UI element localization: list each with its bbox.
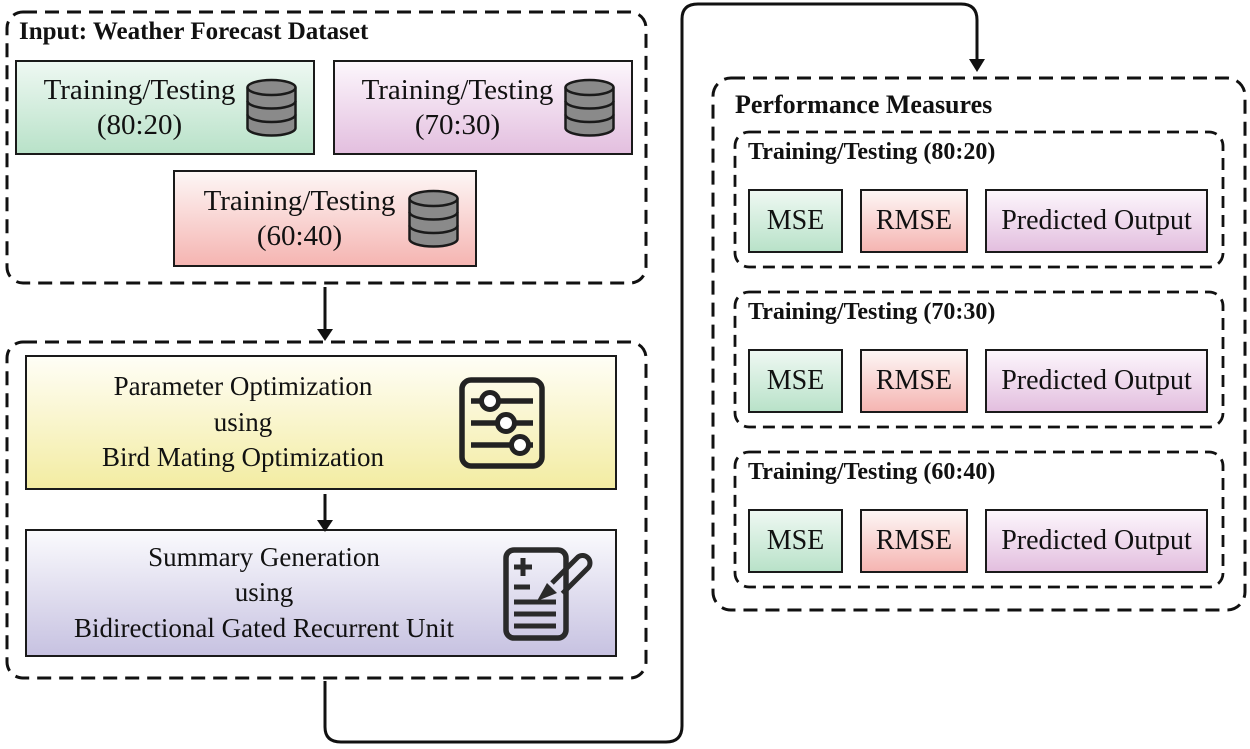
sliders-icon [459, 376, 545, 469]
predicted-output-box: Predicted Output [985, 349, 1208, 413]
document-edit-icon [503, 546, 593, 641]
performance-section-container: Performance Measures Training/Testing (8… [711, 76, 1247, 612]
parameter-optimization-line1: Parameter Optimization [113, 371, 373, 402]
performance-group-80-20: Training/Testing (80:20) MSE RMSE Predic… [733, 130, 1225, 269]
dataset-60-40-label: Training/Testing (60:40) [193, 184, 406, 254]
summary-generation-label: Summary Generation using Bidirectional G… [27, 540, 501, 647]
parameter-optimization-box: Parameter Optimization using Bird Mating… [25, 355, 617, 490]
summary-generation-line3: Bidirectional Gated Recurrent Unit [73, 612, 455, 643]
database-icon [408, 189, 459, 248]
performance-group-70-30: Training/Testing (70:30) MSE RMSE Predic… [733, 290, 1225, 429]
summary-generation-line1: Summary Generation [148, 541, 380, 572]
measure-row: MSE RMSE Predicted Output [748, 189, 1208, 253]
performance-group-70-30-title: Training/Testing (70:30) [748, 299, 996, 325]
mse-box: MSE [748, 509, 843, 573]
measure-row: MSE RMSE Predicted Output [748, 349, 1208, 413]
performance-group-60-40: Training/Testing (60:40) MSE RMSE Predic… [733, 450, 1225, 589]
dataset-80-20-line2: (80:20) [96, 108, 183, 141]
dataset-box-80-20: Training/Testing (80:20) [15, 60, 315, 155]
dataset-60-40-line2: (60:40) [256, 219, 343, 252]
database-icon [564, 78, 615, 137]
summary-generation-line2: using [234, 577, 294, 608]
input-section-title: Input: Weather Forecast Dataset [19, 18, 369, 45]
dataset-box-60-40: Training/Testing (60:40) [173, 170, 477, 267]
rmse-box: RMSE [860, 349, 968, 413]
predicted-output-box: Predicted Output [985, 509, 1208, 573]
dataset-80-20-line1: Training/Testing [43, 73, 236, 106]
performance-group-60-40-title: Training/Testing (60:40) [748, 459, 996, 485]
parameter-optimization-line3: Bird Mating Optimization [102, 442, 384, 473]
arrow-input-to-process [317, 287, 333, 341]
mse-box: MSE [748, 189, 843, 253]
summary-generation-box: Summary Generation using Bidirectional G… [25, 529, 617, 657]
process-section-container: Parameter Optimization using Bird Mating… [5, 340, 648, 680]
dataset-70-30-label: Training/Testing (70:30) [353, 73, 562, 143]
dataset-60-40-line1: Training/Testing [203, 184, 396, 217]
input-section-container: Input: Weather Forecast Dataset Training… [5, 10, 648, 285]
parameter-optimization-label: Parameter Optimization using Bird Mating… [27, 369, 459, 476]
performance-section-title: Performance Measures [735, 90, 993, 119]
measure-row: MSE RMSE Predicted Output [748, 509, 1208, 573]
dataset-80-20-label: Training/Testing (80:20) [35, 73, 244, 143]
rmse-box: RMSE [860, 509, 968, 573]
dataset-70-30-line2: (70:30) [414, 108, 501, 141]
rmse-box: RMSE [860, 189, 968, 253]
predicted-output-box: Predicted Output [985, 189, 1208, 253]
parameter-optimization-line2: using [213, 406, 273, 437]
database-icon [246, 78, 297, 137]
mse-box: MSE [748, 349, 843, 413]
performance-group-80-20-title: Training/Testing (80:20) [748, 139, 996, 165]
dataset-70-30-line1: Training/Testing [361, 73, 554, 106]
dataset-box-70-30: Training/Testing (70:30) [333, 60, 633, 155]
